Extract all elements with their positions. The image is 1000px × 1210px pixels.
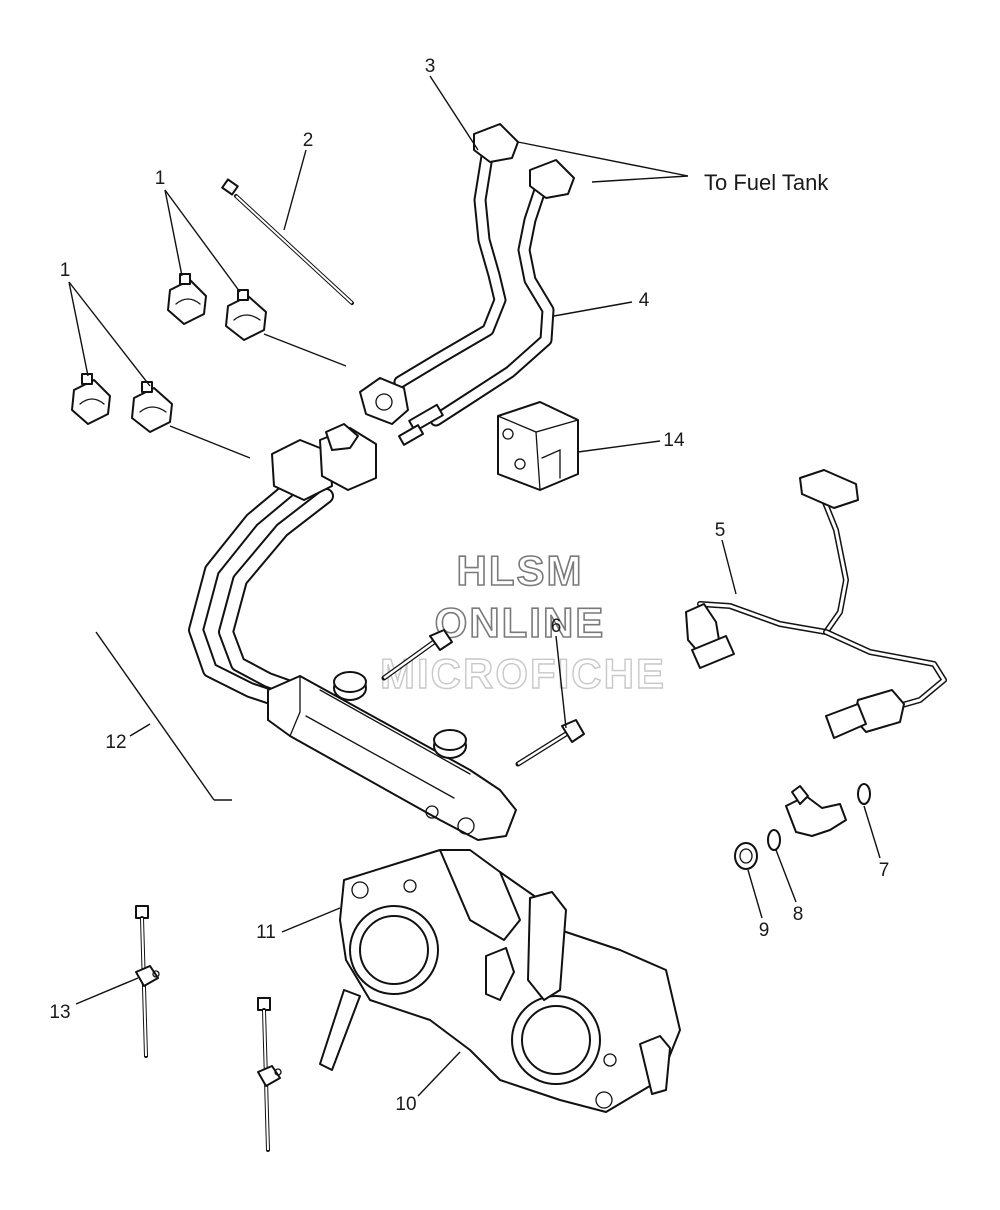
callout-5: 5 xyxy=(715,520,726,541)
callout-3: 3 xyxy=(425,56,436,77)
to-fuel-tank-note: To Fuel Tank xyxy=(704,170,829,195)
callout-2: 2 xyxy=(303,130,314,151)
leader-lines xyxy=(68,75,881,1097)
cable-tie-part xyxy=(221,178,354,305)
callout-6: 6 xyxy=(551,616,562,637)
throttle-body-part xyxy=(319,849,681,1113)
callout-9: 9 xyxy=(759,920,770,941)
fuel-rail-assembly xyxy=(188,423,517,841)
injector-and-seals xyxy=(734,783,871,870)
watermark-line1: HLSM xyxy=(457,547,584,594)
injector-harness-part xyxy=(685,469,947,739)
callout-4: 4 xyxy=(639,290,650,311)
watermark: HLSM ONLINE MICROFICHE xyxy=(379,546,666,698)
tie-clamp-parts xyxy=(135,905,282,1152)
callout-14: 14 xyxy=(663,430,685,451)
callout-12: 12 xyxy=(105,732,126,753)
callout-8: 8 xyxy=(793,904,804,925)
watermark-line3: MICROFICHE xyxy=(380,650,666,697)
foam-block-part xyxy=(497,401,579,491)
callout-1-lower: 1 xyxy=(60,260,71,281)
callout-13: 13 xyxy=(49,1002,70,1023)
bolt-parts xyxy=(381,629,585,767)
callout-labels: 1 1 2 3 4 5 6 7 8 9 10 11 12 13 14 To Fu… xyxy=(49,56,889,1115)
callout-11: 11 xyxy=(256,922,276,943)
fuel-hoses-to-tank xyxy=(359,123,575,446)
callout-1-upper: 1 xyxy=(155,168,166,189)
watermark-line2: ONLINE xyxy=(435,599,606,646)
hose-clip-parts xyxy=(71,273,267,433)
callout-7: 7 xyxy=(879,860,890,881)
callout-10: 10 xyxy=(395,1094,416,1115)
